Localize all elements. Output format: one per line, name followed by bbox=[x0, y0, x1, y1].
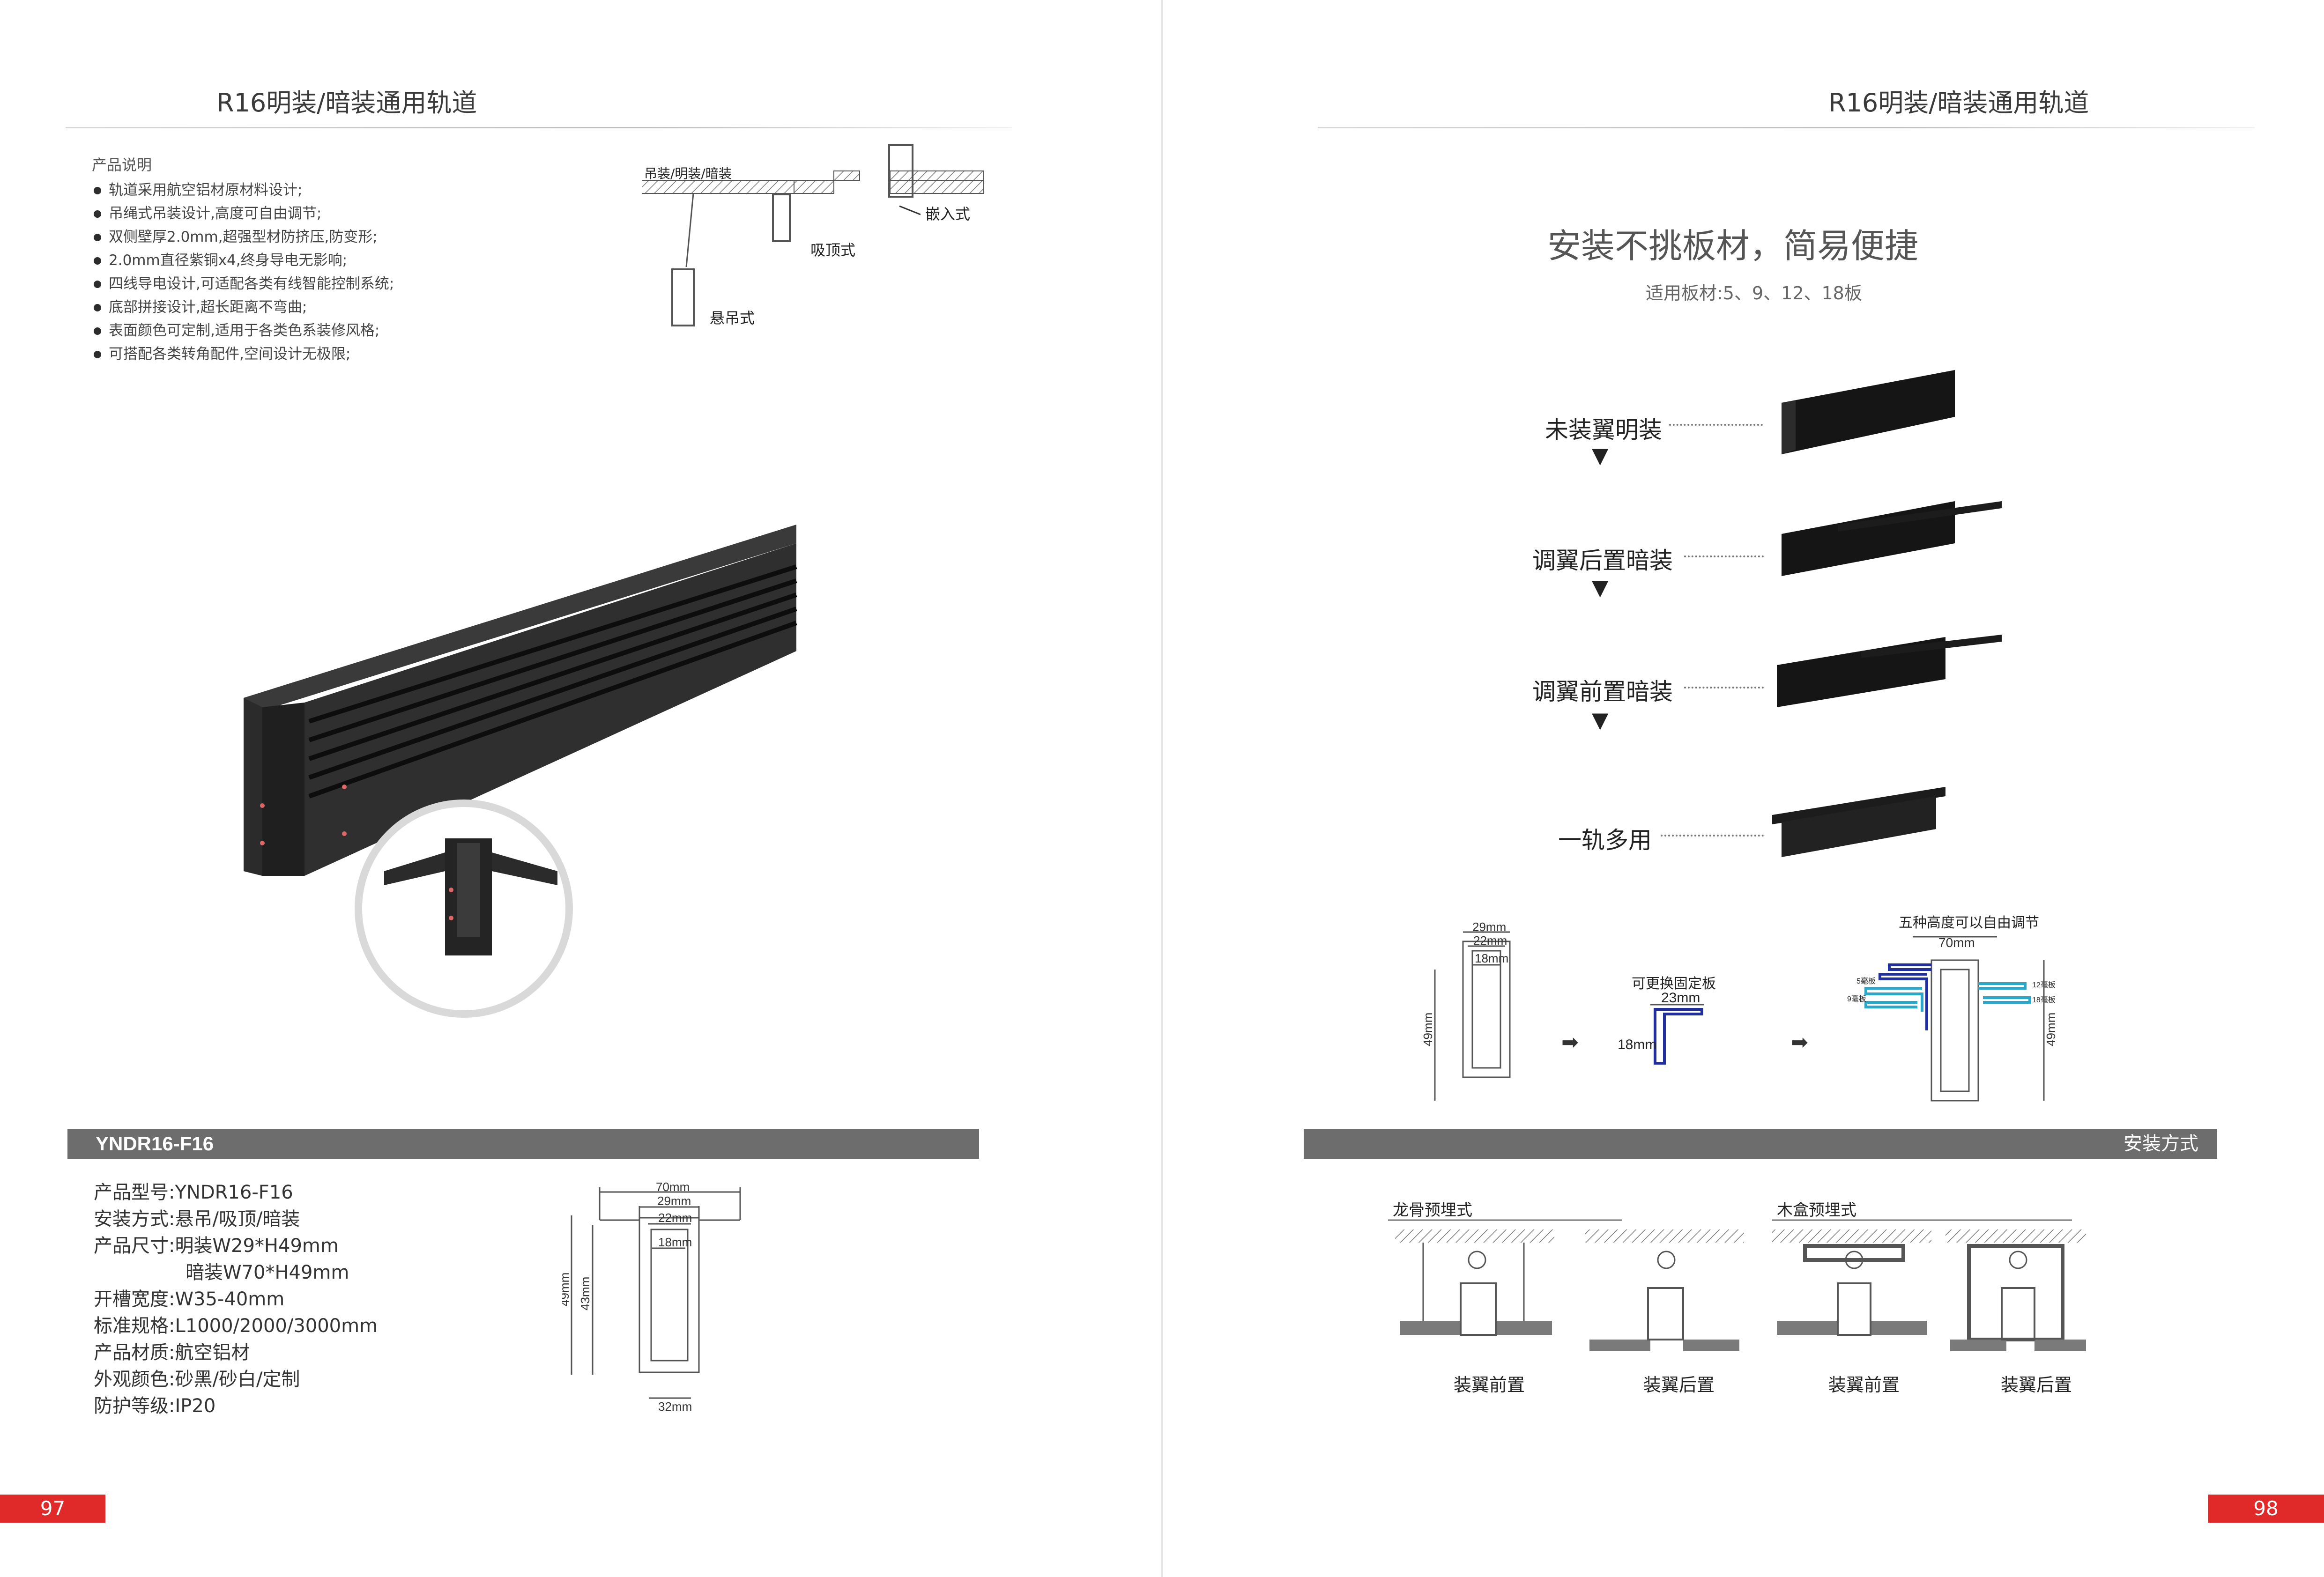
spec-row: 开槽宽度:W35-40mm bbox=[94, 1288, 285, 1310]
step-leader-3 bbox=[1684, 687, 1764, 689]
method-keel-rear bbox=[1585, 1229, 1744, 1351]
step-images bbox=[1772, 370, 2002, 857]
diagram-label-pendant: 悬吊式 bbox=[710, 309, 755, 327]
five-heights-label: 五种高度可以自由调节 bbox=[1899, 915, 2039, 931]
dim-70: 70mm bbox=[656, 1180, 690, 1194]
dim-32: 32mm bbox=[658, 1399, 692, 1412]
dim-43: 43mm bbox=[578, 1277, 592, 1310]
page-header-right: R16明装/暗装通用轨道 bbox=[1828, 88, 2089, 118]
track-image-bare bbox=[1782, 370, 1955, 454]
step-leader-1 bbox=[1669, 424, 1763, 426]
install-title: 安装不挑板材，简易便捷 bbox=[1547, 226, 1919, 266]
wood-label: 木盒预埋式 bbox=[1777, 1201, 1856, 1220]
step-leader-4 bbox=[1661, 835, 1764, 837]
spec-row: 产品尺寸:明装W29*H49mm bbox=[94, 1235, 339, 1257]
caption-front-2: 装翼前置 bbox=[1828, 1375, 1900, 1395]
profile-diagram: 29mm 22mm 18mm 49mm ➡ 可更换固定板 23mm 18mm ➡… bbox=[1421, 915, 2058, 1102]
plate-label: 可更换固定板 bbox=[1632, 976, 1716, 992]
step-label-4: 一轨多用 bbox=[1558, 827, 1652, 854]
description-title: 产品说明 bbox=[92, 156, 152, 174]
diagram-label-top: 吊装/明装/暗装 bbox=[644, 166, 732, 181]
fixing-plate bbox=[1654, 1008, 1703, 1065]
arrow-right-icon: ➡ bbox=[1561, 1031, 1579, 1054]
dim-18: 18mm bbox=[1475, 951, 1508, 965]
bullet-item: 2.0mm直径紫铜x4,终身导电无影响; bbox=[92, 249, 394, 272]
bullet-item: 轨道采用航空铝材原材料设计; bbox=[92, 178, 394, 202]
spec-row: 标准规格:L1000/2000/3000mm bbox=[94, 1315, 378, 1337]
method-keel-front bbox=[1395, 1229, 1554, 1336]
track-image-multi-use bbox=[1772, 787, 1945, 824]
board-9: 9毫板 bbox=[1847, 994, 1866, 1003]
diagram-label-embed: 嵌入式 bbox=[925, 205, 970, 223]
arrow-down-icon: ▼ bbox=[1592, 443, 1609, 468]
caption-rear-1: 装翼后置 bbox=[1643, 1375, 1715, 1395]
dim-29: 29mm bbox=[657, 1194, 691, 1208]
spec-row: 暗装W70*H49mm bbox=[186, 1262, 349, 1283]
page-header-left: R16明装/暗装通用轨道 bbox=[216, 88, 477, 118]
bullet-item: 吊绳式吊装设计,高度可自由调节; bbox=[92, 202, 394, 225]
track-image-front-wing bbox=[1777, 637, 1945, 707]
spec-row: 产品型号:YNDR16-F16 bbox=[94, 1182, 293, 1203]
page-spine bbox=[1161, 0, 1163, 1577]
model-bar: YNDR16-F16 bbox=[67, 1129, 979, 1159]
method-wood-front bbox=[1772, 1229, 1931, 1336]
dim-18b: 18mm bbox=[1618, 1037, 1656, 1052]
step-label-3: 调翼前置暗装 bbox=[1532, 678, 1673, 705]
keel-label: 龙骨预埋式 bbox=[1393, 1201, 1472, 1220]
embedded-track bbox=[888, 144, 913, 198]
step-leader-2 bbox=[1684, 555, 1764, 557]
install-method-bar: 安装方式 bbox=[1304, 1129, 2217, 1159]
dim-29: 29mm bbox=[1472, 920, 1506, 934]
left-page: R16明装/暗装通用轨道 产品说明 轨道采用航空铝材原材料设计; 吊绳式吊装设计… bbox=[0, 0, 1161, 1577]
step-label-1: 未装翼明装 bbox=[1545, 416, 1662, 444]
bullet-item: 双侧壁厚2.0mm,超强型材防挤压,防变形; bbox=[92, 225, 394, 249]
arrow-right-icon: ➡ bbox=[1791, 1031, 1808, 1054]
dim-49b: 49mm bbox=[2044, 1013, 2058, 1046]
dim-70: 70mm bbox=[1938, 935, 1975, 950]
product-description: 产品说明 轨道采用航空铝材原材料设计; 吊绳式吊装设计,高度可自由调节; 双侧壁… bbox=[92, 153, 394, 366]
dim-22: 22mm bbox=[658, 1211, 692, 1225]
bullet-item: 表面颜色可定制,适用于各类色系装修风格; bbox=[92, 319, 394, 342]
dim-23: 23mm bbox=[1661, 990, 1700, 1006]
dim-18: 18mm bbox=[658, 1235, 692, 1249]
board-5: 5毫板 bbox=[1856, 977, 1876, 985]
dim-49: 49mm bbox=[1421, 1013, 1435, 1046]
arrow-down-icon: ▼ bbox=[1592, 707, 1609, 733]
method-wood-rear bbox=[1945, 1229, 2086, 1351]
dim-22: 22mm bbox=[1473, 933, 1507, 948]
diagram-label-ceiling: 吸顶式 bbox=[810, 241, 855, 259]
spec-row: 防护等级:IP20 bbox=[94, 1395, 216, 1417]
pendant-track bbox=[671, 268, 695, 326]
install-methods-diagram: 吊装/明装/暗装 嵌入式 吸顶式 悬吊式 bbox=[642, 144, 984, 327]
bullet-item: 可搭配各类转角配件,空间设计无极限; bbox=[92, 342, 394, 366]
right-page: R16明装/暗装通用轨道 安装不挑板材，简易便捷 适用板材:5、9、12、18板… bbox=[1163, 0, 2324, 1577]
dim-49: 49mm bbox=[562, 1273, 572, 1306]
page-number-left: 97 bbox=[0, 1495, 105, 1523]
step-label-2: 调翼后置暗装 bbox=[1532, 547, 1673, 574]
header-rule-left bbox=[66, 127, 1012, 128]
spec-row: 外观颜色:砂黑/砂白/定制 bbox=[94, 1369, 300, 1390]
bullet-item: 四线导电设计,可适配各类有线智能控制系统; bbox=[92, 272, 394, 296]
install-methods: 龙骨预埋式 木盒预埋式 bbox=[1388, 1201, 2086, 1395]
ceiling-track bbox=[772, 193, 791, 242]
spec-list: 产品型号:YNDR16-F16 安装方式:悬吊/吸顶/暗装 产品尺寸:明装W29… bbox=[94, 1179, 378, 1420]
dimension-drawing: 70mm 29mm 22mm 18mm 49mm 43mm 32mm bbox=[562, 1180, 741, 1412]
caption-front-1: 装翼前置 bbox=[1454, 1375, 1525, 1395]
install-subtitle: 适用板材:5、9、12、18板 bbox=[1646, 283, 1862, 304]
arrow-down-icon: ▼ bbox=[1592, 575, 1609, 600]
track-product-image bbox=[244, 525, 797, 1018]
header-rule-right bbox=[1318, 127, 2255, 128]
bullet-item: 底部拼接设计,超长距离不弯曲; bbox=[92, 296, 394, 319]
caption-rear-2: 装翼后置 bbox=[2001, 1375, 2072, 1395]
page-number-right: 98 bbox=[2208, 1495, 2324, 1523]
spec-row: 产品材质:航空铝材 bbox=[94, 1342, 250, 1363]
spec-row: 安装方式:悬吊/吸顶/暗装 bbox=[94, 1208, 300, 1230]
